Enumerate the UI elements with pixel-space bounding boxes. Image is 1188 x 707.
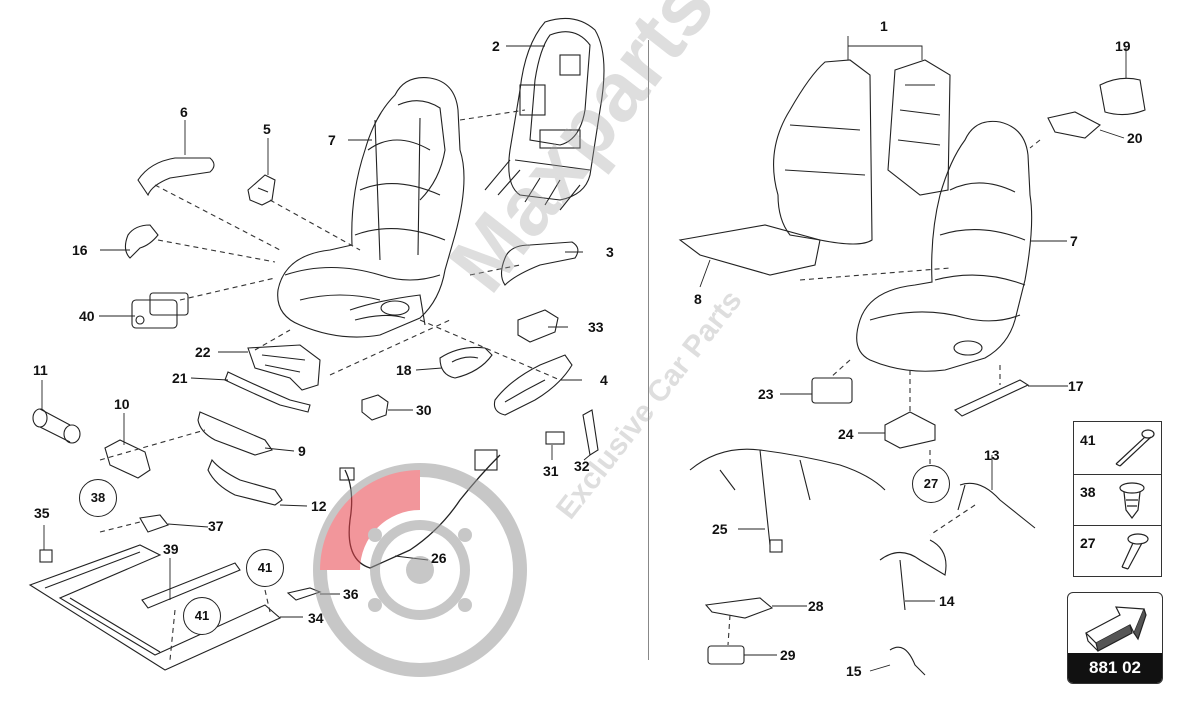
callout-21: 21 — [172, 370, 188, 386]
watermark-logo-icon — [313, 463, 527, 677]
callout-12: 12 — [311, 498, 327, 514]
part-37-bracket — [139, 514, 169, 533]
callout-30: 30 — [416, 402, 432, 418]
circle-ref-41-lower: 41 — [183, 597, 221, 635]
callout-24: 24 — [838, 426, 854, 442]
part-29-pad — [707, 645, 745, 665]
part-4-trim — [493, 354, 573, 416]
part-12-trim — [207, 458, 283, 506]
part-31-clip — [545, 431, 565, 445]
seat-left-outline — [277, 77, 465, 338]
callout-9: 9 — [298, 443, 306, 459]
part-6-trim — [137, 157, 215, 197]
part-17-trim — [953, 379, 1030, 417]
part-1-backrest — [773, 59, 873, 245]
callout-10: 10 — [114, 396, 130, 412]
callout-14: 14 — [939, 593, 955, 609]
callout-7b: 7 — [1070, 233, 1078, 249]
callout-11: 11 — [33, 362, 48, 378]
legend-number: 41 — [1080, 432, 1096, 448]
part-35-clip — [39, 549, 53, 563]
callout-29: 29 — [780, 647, 796, 663]
callout-33: 33 — [588, 319, 604, 335]
reference-code: 881 02 — [1068, 653, 1162, 683]
callout-32: 32 — [574, 458, 590, 474]
legend-row-38: 38 — [1074, 474, 1161, 526]
callout-20: 20 — [1127, 130, 1143, 146]
callout-17: 17 — [1068, 378, 1084, 394]
seat-back-frame — [484, 17, 605, 211]
part-30-motor — [361, 394, 389, 421]
callout-36: 36 — [343, 586, 359, 602]
part-9-trim — [197, 411, 273, 456]
part-20-bracket — [1047, 111, 1101, 139]
callout-15: 15 — [846, 663, 862, 679]
callout-19: 19 — [1115, 38, 1131, 54]
seat-right-outline — [856, 120, 1033, 372]
legend-number: 27 — [1080, 535, 1096, 551]
callout-5: 5 — [263, 121, 271, 137]
callout-3: 3 — [606, 244, 614, 260]
part-22-mechanism — [247, 344, 321, 391]
callout-16: 16 — [72, 242, 88, 258]
callout-40: 40 — [79, 308, 95, 324]
part-15-cable — [889, 646, 926, 676]
part-39-trim — [141, 562, 241, 609]
part-1-foam — [887, 59, 951, 196]
callout-25: 25 — [712, 521, 728, 537]
part-13-harness — [957, 482, 1036, 529]
callout-34: 34 — [308, 610, 324, 626]
circle-ref-38: 38 — [79, 479, 117, 517]
part-25-harness — [689, 448, 886, 546]
part-23-control-unit — [811, 377, 853, 404]
part-16-cover — [124, 224, 159, 259]
callout-1: 1 — [880, 18, 888, 34]
legend-row-41: 41 — [1074, 422, 1161, 475]
clip-icon — [1119, 482, 1145, 519]
callout-31: 31 — [543, 463, 559, 479]
part-40-motor — [131, 292, 189, 329]
callout-23: 23 — [758, 386, 774, 402]
part-33-module — [517, 309, 559, 343]
legend-number: 38 — [1080, 484, 1096, 500]
callout-39: 39 — [163, 541, 179, 557]
callout-18: 18 — [396, 362, 412, 378]
callout-35: 35 — [34, 505, 50, 521]
screw-icon — [1121, 533, 1149, 570]
part-24-bracket — [884, 411, 936, 449]
callout-8: 8 — [694, 291, 702, 307]
part-8-cushion — [678, 224, 821, 276]
part-32-clip — [582, 409, 599, 456]
bolt-icon — [1115, 429, 1155, 467]
callout-13: 13 — [984, 447, 1000, 463]
callout-26: 26 — [431, 550, 447, 566]
part-3-cover — [500, 241, 579, 286]
direction-arrow-icon — [1085, 606, 1147, 652]
callout-6: 6 — [180, 104, 188, 120]
part-5-bracket — [247, 174, 276, 206]
panel-divider — [648, 40, 649, 660]
legend-row-27: 27 — [1074, 525, 1161, 576]
fastener-legend: 41 38 27 — [1073, 421, 1162, 577]
callout-37: 37 — [208, 518, 224, 534]
part-14-harness — [879, 539, 947, 611]
part-18-switch — [439, 346, 493, 379]
part-11-motor — [32, 408, 81, 444]
drawing-reference-box: 881 02 — [1067, 592, 1163, 684]
callout-2: 2 — [492, 38, 500, 54]
callout-7a: 7 — [328, 132, 336, 148]
part-10-module — [104, 439, 151, 479]
part-34-frame — [28, 544, 282, 671]
callout-28: 28 — [808, 598, 824, 614]
circle-ref-41-upper: 41 — [246, 549, 284, 587]
circle-ref-27: 27 — [912, 465, 950, 503]
part-21-rail — [224, 371, 311, 413]
part-28-bracket — [704, 597, 774, 619]
part-19-cap — [1099, 77, 1146, 116]
callout-4: 4 — [600, 372, 608, 388]
callout-22: 22 — [195, 344, 211, 360]
